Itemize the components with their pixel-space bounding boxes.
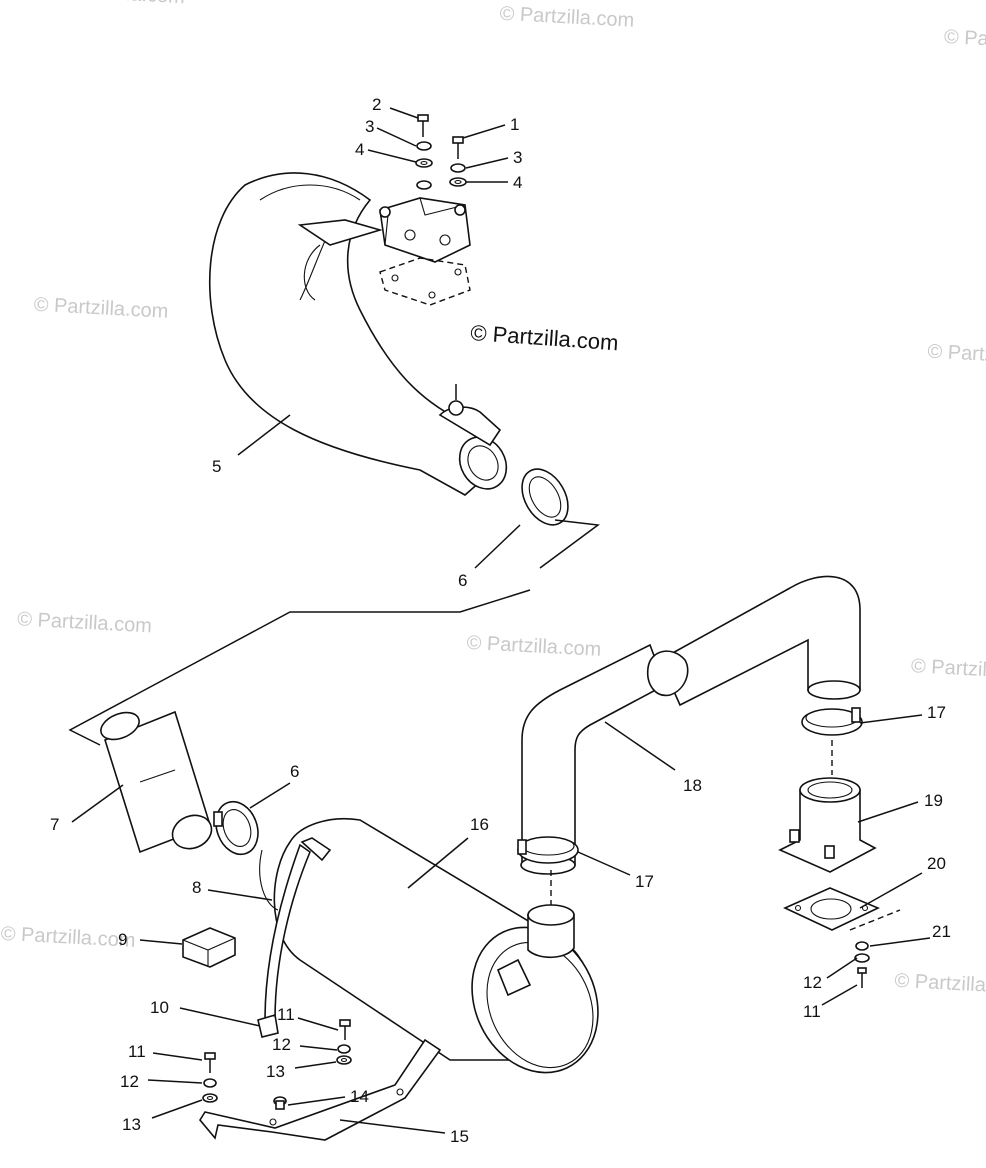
exhaust-outlet-fitting-part[interactable] (778, 777, 877, 873)
strap-clip-part[interactable] (257, 1013, 279, 1038)
copyright-label: © Partzilla.com (470, 320, 620, 355)
callout-number: 17 (635, 872, 654, 891)
watermark-text: © Partzilla.com (466, 632, 602, 661)
flat-washer-part[interactable] (449, 177, 467, 187)
hose-clamp-part[interactable] (517, 836, 579, 864)
hose-clamp-part[interactable] (801, 707, 863, 736)
callout-number: 21 (932, 922, 951, 941)
callout-number: 11 (803, 1002, 821, 1021)
callout-number: 3 (365, 117, 374, 136)
callout-number: 6 (290, 762, 299, 781)
lock-washer-part[interactable] (855, 941, 869, 951)
assembly-leader-line (68, 589, 531, 746)
alignment-line (849, 909, 901, 931)
callout-number: 19 (924, 791, 943, 810)
expansion-chamber-part[interactable] (208, 172, 516, 497)
exhaust-hose-part[interactable] (520, 575, 861, 875)
bolt-part[interactable] (204, 1052, 216, 1073)
lock-washer-part[interactable] (337, 1044, 351, 1054)
flange-gasket-dashed (379, 257, 471, 306)
bolt-part[interactable] (417, 114, 429, 137)
watermark-text: © Partzilla.com (17, 608, 153, 637)
callout-numbers: 2 3 4 1 3 4 5 6 7 6 8 9 10 11 12 13 11 1… (50, 95, 951, 1146)
callout-number: 7 (50, 815, 59, 834)
lock-washer-part[interactable] (450, 163, 466, 173)
callout-number: 16 (470, 815, 489, 834)
callout-number: 12 (120, 1072, 139, 1091)
callout-number: 13 (122, 1115, 141, 1134)
callout-number: 6 (458, 571, 467, 590)
callout-number: 10 (150, 998, 169, 1017)
hose-clamp-part[interactable] (513, 461, 578, 533)
callout-number: 4 (355, 140, 364, 159)
flat-washer-part[interactable] (415, 158, 433, 168)
callout-number: 14 (350, 1087, 369, 1106)
watermark-text: © Partzilla.com (927, 341, 986, 370)
muffler-bracket-part[interactable] (199, 1038, 442, 1141)
flat-washer-part[interactable] (854, 953, 870, 963)
callout-number: 20 (927, 854, 946, 873)
callout-number: 2 (372, 95, 381, 114)
lock-washer-part[interactable] (416, 141, 432, 151)
callout-leaders (71, 107, 931, 1134)
callout-number: 13 (266, 1062, 285, 1081)
callout-number: 12 (803, 973, 822, 992)
watermark-text: © Partzilla.com (0, 923, 136, 952)
rubber-pad-part[interactable] (182, 927, 236, 968)
callout-number: 4 (513, 173, 522, 192)
callout-number: 11 (277, 1005, 295, 1024)
watermark-text: © Partzilla.com (499, 3, 635, 32)
callout-number: 17 (927, 703, 946, 722)
callout-number: 18 (683, 776, 702, 795)
flat-washer-part[interactable] (336, 1055, 352, 1065)
bolt-part[interactable] (452, 136, 464, 159)
callout-number: 15 (450, 1127, 469, 1146)
exhaust-manifold-flange[interactable] (379, 197, 471, 263)
callout-number: 12 (272, 1035, 291, 1054)
grommet-part[interactable] (273, 1096, 287, 1110)
washer-part[interactable] (416, 180, 432, 190)
watermark-text: © Partzilla.com (910, 655, 986, 684)
assembly-leader-line (539, 519, 600, 569)
bolt-part[interactable] (857, 967, 867, 988)
bolt-part[interactable] (339, 1019, 351, 1040)
callout-number: 11 (128, 1042, 146, 1061)
hose-clamp-part[interactable] (209, 796, 265, 860)
muffler-part[interactable] (259, 817, 621, 1094)
callout-number: 5 (212, 457, 221, 476)
watermark-text: © Partzilla.com (943, 26, 986, 55)
flat-washer-part[interactable] (202, 1093, 218, 1103)
watermark-text: © Partzilla.com (50, 0, 186, 8)
callout-number: 9 (118, 930, 127, 949)
exhaust-coupler-part[interactable] (97, 707, 217, 854)
lock-washer-part[interactable] (203, 1078, 217, 1088)
callout-number: 1 (510, 115, 519, 134)
callout-number: 8 (192, 878, 201, 897)
watermark-text: © Partzilla.com (33, 294, 169, 323)
outlet-gasket-part[interactable] (783, 887, 880, 931)
watermark-text: © Partzilla.com (894, 970, 986, 999)
callout-number: 3 (513, 148, 522, 167)
